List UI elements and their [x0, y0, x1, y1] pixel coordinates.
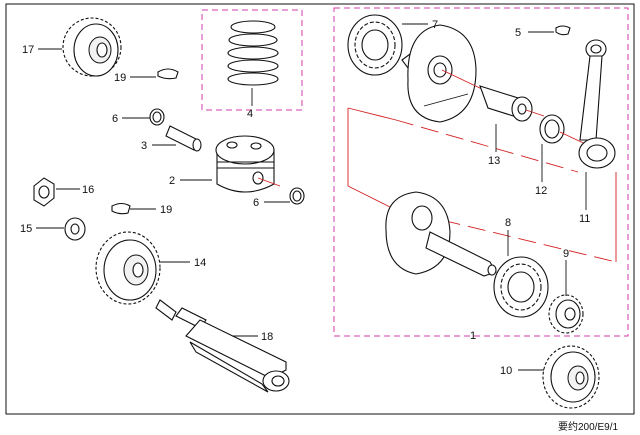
key-5: [555, 25, 571, 36]
label-6-lower: 6: [253, 197, 259, 209]
label-11: 11: [579, 213, 590, 225]
gear-10: [542, 345, 600, 409]
needle-bearing-12: [539, 114, 595, 149]
label-9: 9: [563, 248, 569, 260]
washer-15: [64, 217, 86, 241]
connecting-rod-11: [578, 39, 616, 169]
crankshaft-group-box: [333, 7, 629, 337]
key-19-lower: [111, 202, 131, 215]
footer-code: 要约200/E9/1: [558, 420, 618, 433]
label-10: 10: [500, 365, 512, 377]
key-19-top: [157, 68, 179, 80]
gear-14: [95, 231, 161, 305]
label-17: 17: [22, 44, 34, 56]
bearing-8: [493, 256, 549, 318]
label-8: 8: [505, 217, 511, 229]
nut-16: [33, 177, 55, 207]
label-19-lower: 19: [160, 204, 172, 216]
part-labels: 17 19 4 6 3 2 6 16 19 15 14 18 7 5 13 12…: [20, 19, 590, 377]
label-16: 16: [82, 184, 94, 196]
label-14: 14: [194, 257, 206, 269]
circlip-6-upper: [149, 108, 165, 126]
bearing-7: [347, 14, 403, 76]
label-5: 5: [515, 27, 521, 39]
piston-rings-4: [227, 20, 279, 86]
circlip-6-lower: [289, 187, 305, 205]
label-1: 1: [470, 330, 476, 342]
piston-pin-3: [165, 125, 202, 152]
label-7: 7: [432, 19, 438, 31]
gear-17: [62, 17, 122, 77]
crank-pin-13: [479, 85, 545, 122]
label-2: 2: [169, 175, 175, 187]
label-3: 3: [141, 140, 147, 152]
crank-web-lower: [385, 191, 497, 277]
leader-lines: [36, 23, 587, 371]
label-13: 13: [488, 155, 500, 167]
gear-9: [548, 294, 584, 334]
label-12: 12: [535, 185, 547, 197]
diagram-frame: [5, 3, 635, 415]
label-19-top: 19: [114, 72, 126, 84]
balance-shaft-18: [155, 299, 290, 393]
piston-2: [215, 135, 281, 193]
label-4: 4: [247, 108, 253, 120]
piston-ring-group-box: [201, 9, 303, 111]
label-15: 15: [20, 223, 32, 235]
label-18: 18: [261, 331, 273, 343]
label-6-upper: 6: [112, 113, 118, 125]
crank-web-upper: [401, 24, 485, 123]
